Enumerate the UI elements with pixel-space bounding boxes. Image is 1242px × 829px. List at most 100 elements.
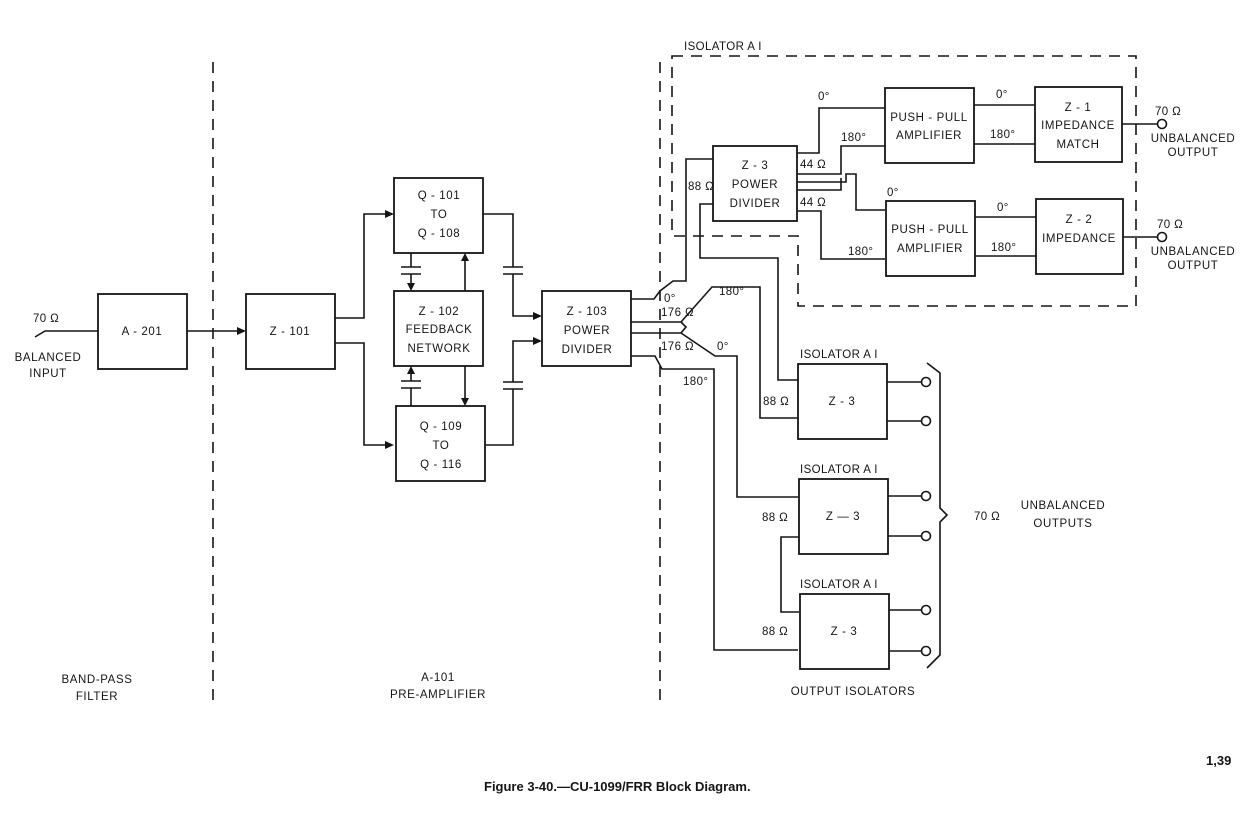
label-z3-44b: 44 Ω	[800, 197, 826, 209]
input-label-2: INPUT	[29, 368, 67, 380]
svg-text:AMPLIFIER: AMPLIFIER	[896, 130, 962, 142]
svg-text:Q - 116: Q - 116	[420, 459, 462, 471]
z101-to-q101-line	[335, 213, 388, 319]
output-2-label-1: UNBALANCED	[1151, 246, 1236, 258]
block-isolator-3: ISOLATOR A I Z - 3	[799, 579, 890, 670]
label-iso1-88: 88 Ω	[763, 396, 789, 408]
page-reference: 1,39	[1206, 753, 1231, 768]
output-1-label-2: OUTPUT	[1168, 147, 1219, 159]
iso1-terminal-a[interactable]	[920, 376, 932, 388]
label-z103-0deg: 0°	[664, 293, 676, 305]
label-z103-180: 180°	[683, 376, 708, 388]
input-label-1: BALANCED	[15, 352, 82, 364]
label-pp2-out-0: 0°	[997, 202, 1009, 214]
svg-text:TO: TO	[431, 209, 448, 221]
svg-text:PUSH - PULL: PUSH - PULL	[890, 112, 968, 124]
svg-text:Q - 101: Q - 101	[418, 190, 461, 202]
arrow-icon	[385, 210, 394, 218]
z3-output-lines	[797, 107, 885, 260]
svg-text:Z - 2: Z - 2	[1066, 214, 1093, 226]
label-pp1-out-180: 180°	[990, 129, 1015, 141]
group-output-impedance: 70 Ω	[974, 511, 1000, 523]
svg-text:Z - 3: Z - 3	[831, 626, 858, 638]
block-push-pull-amplifier-1: PUSH - PULL AMPLIFIER	[884, 87, 975, 164]
svg-text:Z - 3: Z - 3	[742, 160, 769, 172]
iso3-terminal-a[interactable]	[920, 604, 932, 616]
svg-text:ISOLATOR A I: ISOLATOR A I	[800, 579, 878, 591]
svg-text:Z — 3: Z — 3	[826, 511, 860, 523]
output-1-label-1: UNBALANCED	[1151, 133, 1236, 145]
output-1-impedance: 70 Ω	[1155, 106, 1181, 118]
svg-text:TO: TO	[433, 440, 450, 452]
svg-text:Z - 102: Z - 102	[419, 306, 460, 318]
figure-caption: Figure 3-40.—CU-1099/FRR Block Diagram.	[484, 779, 751, 794]
label-z3-88: 88 Ω	[688, 181, 714, 193]
z103-output-lines	[631, 158, 798, 651]
svg-text:POWER: POWER	[732, 179, 778, 191]
arrow-icon	[385, 441, 394, 449]
isolator-a1-top-label: ISOLATOR A I	[684, 41, 762, 53]
group-output-label-1: UNBALANCED	[1021, 500, 1106, 512]
group-output-label-2: OUTPUTS	[1033, 518, 1092, 530]
svg-text:Q - 108: Q - 108	[418, 228, 461, 240]
block-z103-power-divider: Z - 103 POWER DIVIDER	[541, 290, 632, 367]
svg-text:DIVIDER: DIVIDER	[562, 344, 613, 356]
iso3-terminal-b[interactable]	[920, 645, 932, 657]
label-iso3-88: 88 Ω	[762, 626, 788, 638]
input-line	[34, 330, 98, 338]
svg-text:MATCH: MATCH	[1056, 139, 1099, 151]
svg-text:Z - 1: Z - 1	[1065, 102, 1092, 114]
iso2-terminal-a[interactable]	[920, 490, 932, 502]
svg-text:IMPEDANCE: IMPEDANCE	[1042, 233, 1116, 245]
section-band-pass-1: BAND-PASS	[61, 674, 132, 686]
block-a201: A - 201	[97, 293, 188, 370]
svg-text:ISOLATOR A I: ISOLATOR A I	[800, 464, 878, 476]
section-output-isolators: OUTPUT ISOLATORS	[791, 686, 916, 698]
block-z102-feedback-network: Z - 102 FEEDBACK NETWORK	[393, 290, 484, 367]
label-iso2-88: 88 Ω	[762, 512, 788, 524]
label-z3-44a: 44 Ω	[800, 159, 826, 171]
svg-text:Q - 109: Q - 109	[420, 421, 463, 433]
output-2-label-2: OUTPUT	[1168, 260, 1219, 272]
svg-text:FEEDBACK: FEEDBACK	[406, 324, 473, 336]
isolator-a1-enclosure	[671, 55, 1137, 307]
feedback-links	[401, 253, 469, 406]
svg-text:ISOLATOR A I: ISOLATOR A I	[800, 349, 878, 361]
label-z103-176b: 176 Ω	[661, 341, 694, 353]
svg-text:A - 201: A - 201	[122, 326, 163, 338]
output-terminal-2[interactable]	[1156, 231, 1168, 243]
label-pp1-out-0: 0°	[996, 89, 1008, 101]
svg-text:POWER: POWER	[564, 325, 610, 337]
block-z101: Z - 101	[245, 293, 336, 370]
svg-text:DIVIDER: DIVIDER	[730, 198, 781, 210]
output-terminal-1[interactable]	[1156, 118, 1168, 130]
label-cross-0: 0°	[717, 341, 729, 353]
label-pp2-in-0: 0°	[887, 187, 899, 199]
label-pp2-out-180: 180°	[991, 242, 1016, 254]
pp-to-impedance-lines	[974, 104, 1036, 257]
label-cross-180: 180°	[719, 286, 744, 298]
label-pp2-in-180: 180°	[848, 246, 873, 258]
section-pre-amp-1: A-101	[421, 672, 455, 684]
section-pre-amp-2: PRE-AMPLIFIER	[390, 689, 486, 701]
outputs-brace	[926, 362, 949, 669]
svg-text:Z - 103: Z - 103	[567, 306, 608, 318]
svg-text:AMPLIFIER: AMPLIFIER	[897, 243, 963, 255]
arrow-icon	[237, 327, 246, 335]
label-pp1-in-0: 0°	[818, 91, 830, 103]
svg-text:IMPEDANCE: IMPEDANCE	[1041, 120, 1115, 132]
svg-text:Z - 101: Z - 101	[270, 326, 311, 338]
iso2-terminal-b[interactable]	[920, 530, 932, 542]
section-band-pass-2: FILTER	[76, 691, 118, 703]
z101-to-q109-line	[335, 342, 388, 446]
iso1-terminal-b[interactable]	[920, 415, 932, 427]
z3-to-iso1-line	[699, 203, 798, 381]
block-isolator-2: ISOLATOR A I Z — 3	[798, 464, 889, 555]
svg-text:NETWORK: NETWORK	[408, 343, 471, 355]
block-q109-q116: Q - 109 TO Q - 116	[395, 405, 486, 482]
iso2-to-iso3-line	[780, 536, 799, 613]
block-z3-power-divider: Z - 3 POWER DIVIDER	[712, 145, 798, 222]
block-z2-impedance: Z - 2 IMPEDANCE	[1035, 198, 1124, 275]
svg-text:Z - 3: Z - 3	[829, 396, 856, 408]
